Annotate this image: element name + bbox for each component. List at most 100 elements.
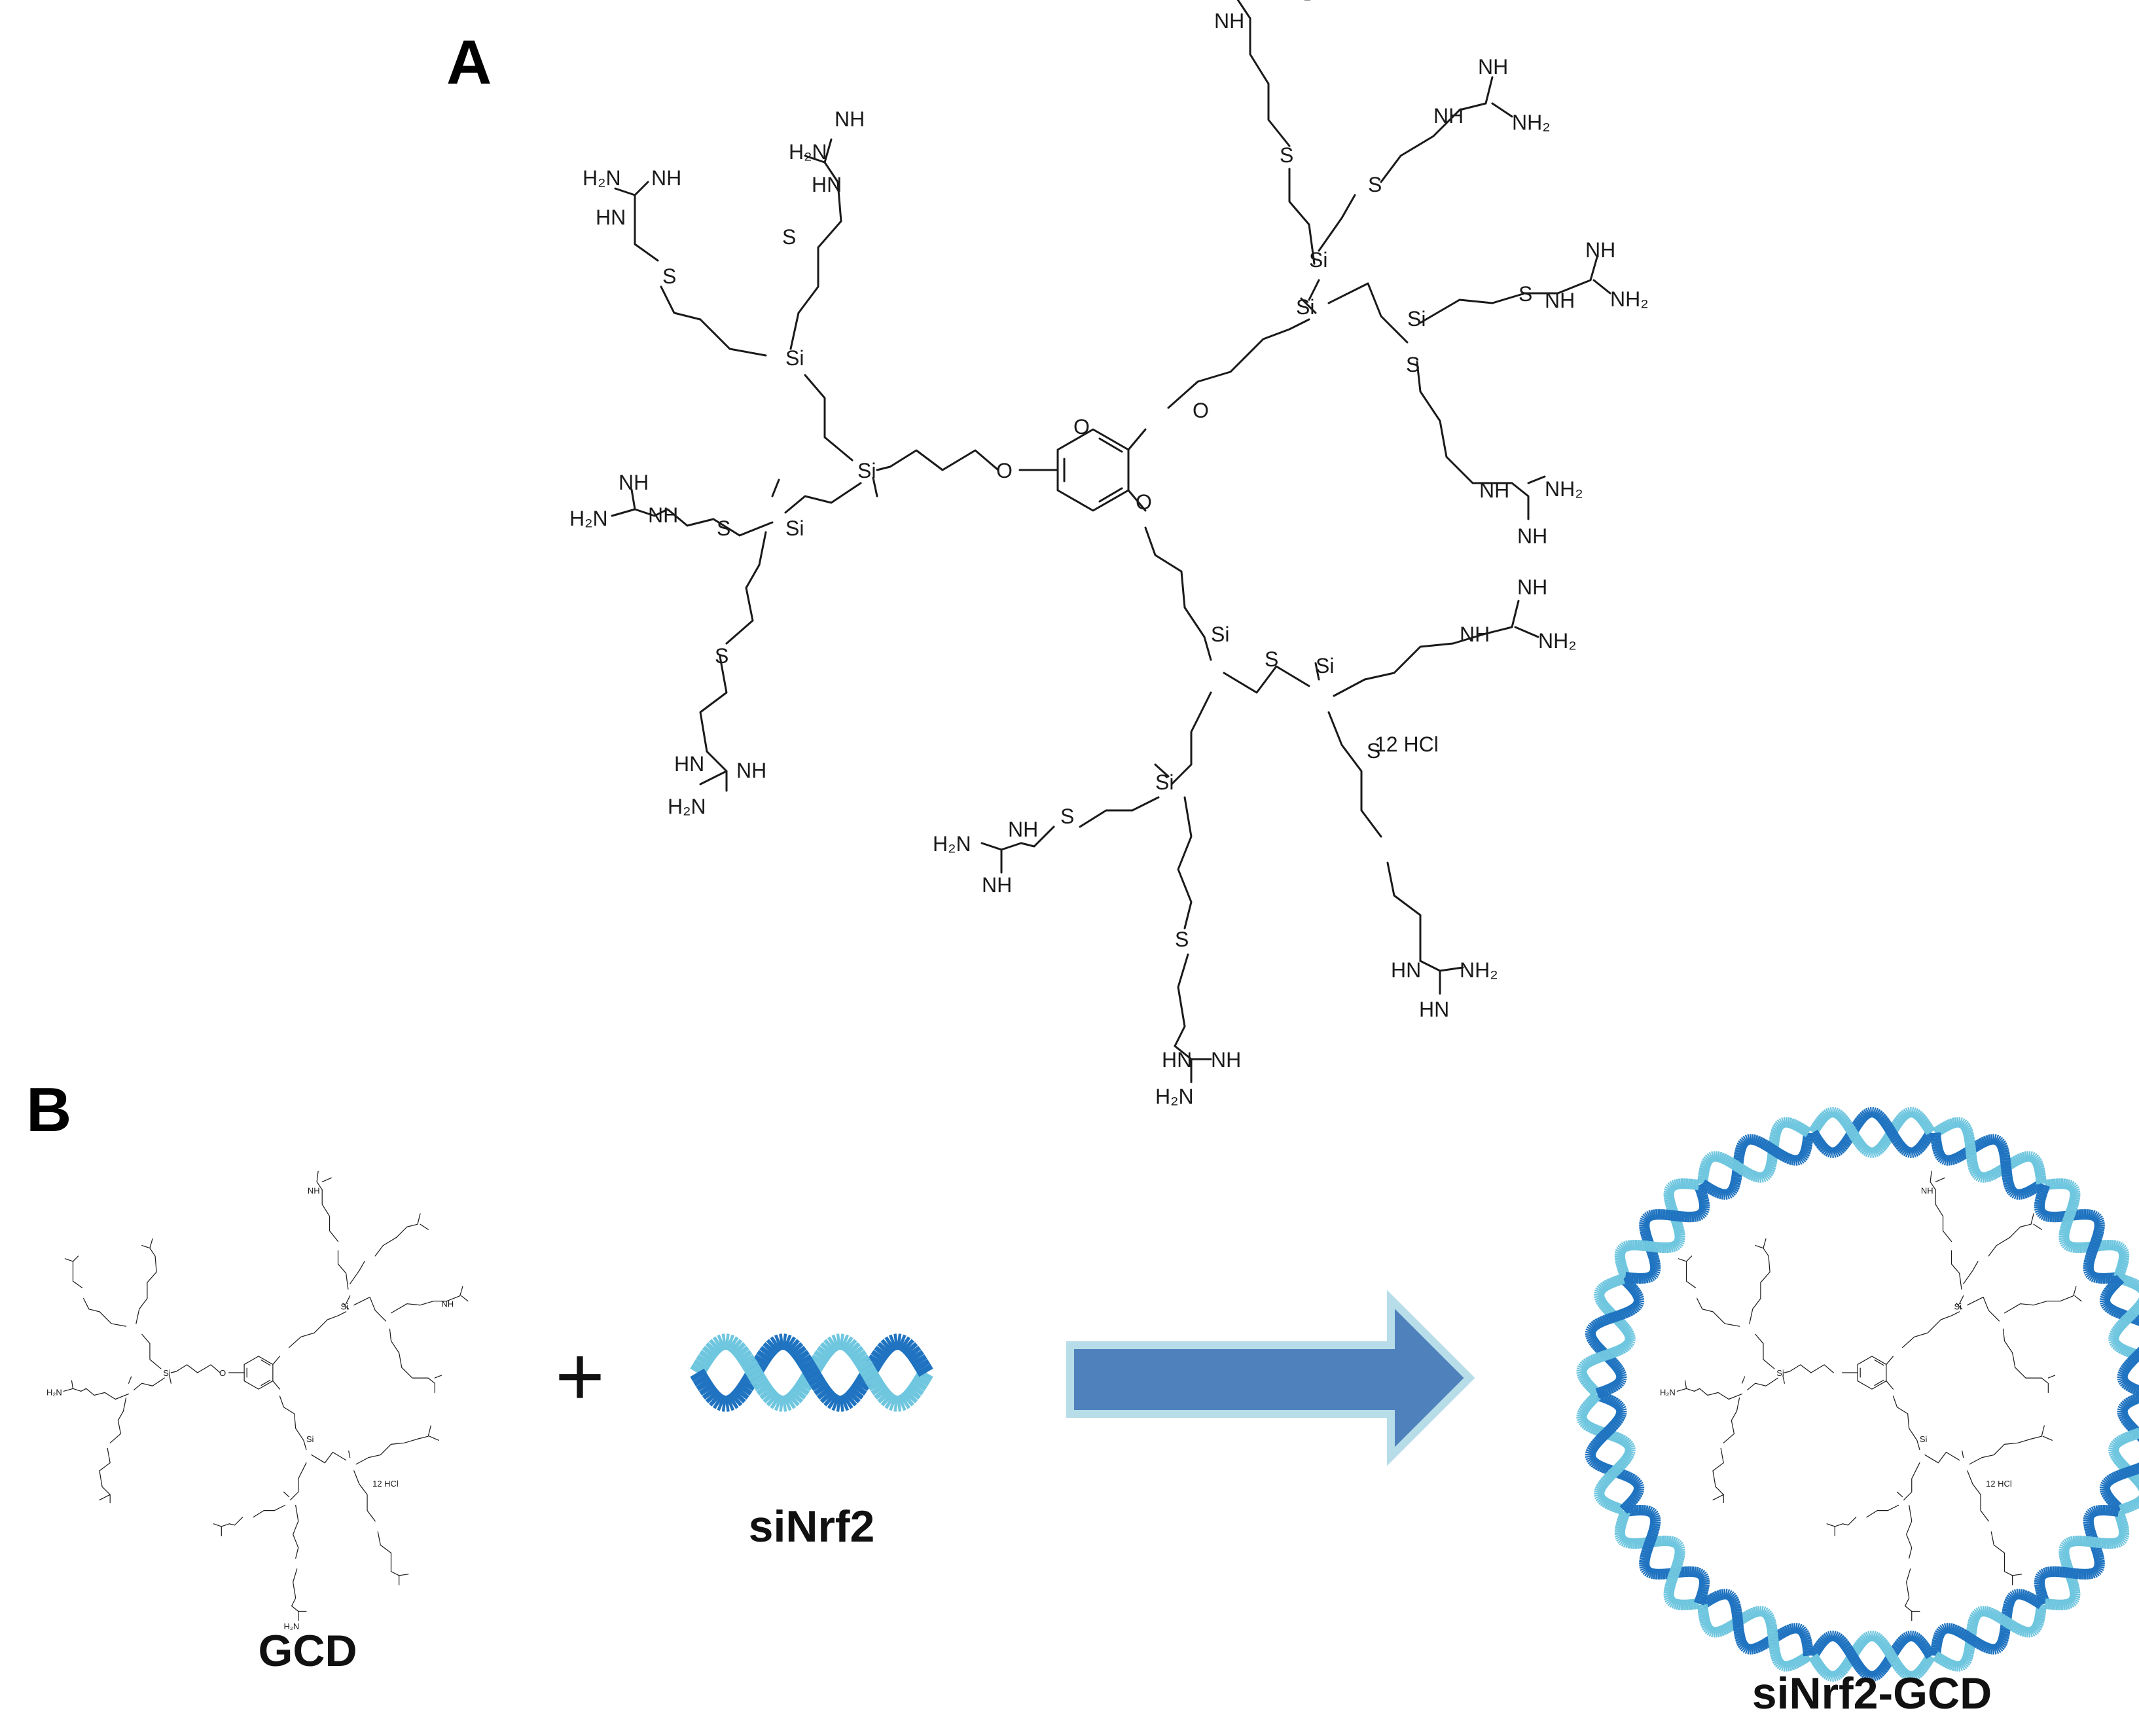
panel-b-label: B (26, 1075, 71, 1145)
atom-si: Si (1309, 248, 1327, 272)
counterion-label-small: 12 HCl (372, 1479, 399, 1489)
atom-si: Si (163, 1368, 171, 1378)
atom-si: Si (306, 1434, 314, 1444)
atom-si: Si (341, 1302, 349, 1312)
sirna-ring-strand (2034, 1504, 2130, 1610)
counterion-label-complex: 12 HCl (1986, 1479, 2012, 1489)
atom-si: Si (1920, 1434, 1928, 1444)
atom-o: O (996, 459, 1013, 482)
atom-h2n: H₂N (569, 507, 608, 530)
atom-h2n: H₂N (46, 1387, 62, 1397)
gcd-structure-small: O Si Si Si NH NH H₂N H₂N 12 HCl (46, 1170, 469, 1631)
atom-s: S (1060, 805, 1074, 828)
atom-nh: NH (441, 1299, 454, 1309)
atom-hn: HN (1419, 998, 1449, 1021)
sirna-ring-strand (1808, 1630, 1935, 1682)
atom-s: S (1367, 739, 1380, 763)
atom-o: O (219, 1368, 226, 1378)
atom-si: Si (785, 346, 804, 370)
atom-si: Si (1316, 654, 1334, 678)
atom-h2n: H₂N (583, 166, 621, 190)
gcd-structure-large: O O O O Si Si S S Si S S Si Si Si S S S … (569, 0, 1649, 1108)
gcd-structure-complex: Si Si Si NH H₂N 12 HCl (1660, 1170, 2082, 1621)
atom-nh: NH (308, 1186, 320, 1196)
atom-nh: NH (1517, 575, 1547, 599)
sirna-ring-strand (1697, 1117, 1814, 1200)
atom-h2n: H₂N (1155, 1085, 1194, 1108)
atom-hn: HN (674, 752, 704, 776)
atom-si: Si (1155, 770, 1174, 794)
sirna-ring-strand (1697, 1589, 1814, 1672)
atom-hn: HN (596, 206, 626, 229)
atom-nh: NH (835, 107, 865, 131)
atom-o: O (1073, 415, 1090, 439)
atom-o: O (1193, 399, 1209, 422)
atom-nh: NH (1921, 1186, 1933, 1196)
atom-nh: NH (1433, 104, 1464, 128)
sirna-ring (1576, 1106, 2139, 1682)
atom-si: Si (1776, 1368, 1784, 1378)
gcd-caption: GCD (258, 1626, 357, 1676)
panel-a-label: A (446, 27, 492, 98)
sirna-ring-strand (1576, 1390, 1645, 1515)
atom-si: Si (1407, 307, 1426, 331)
atom-h2n: H₂N (1660, 1387, 1676, 1397)
sirna-strand (690, 1333, 933, 1412)
atom-h2n: H₂N (668, 795, 706, 818)
atom-nh: NH (651, 166, 681, 190)
sirna-ring-strand (2099, 1273, 2139, 1397)
atom-nh: NH (1460, 623, 1490, 646)
atom-h2n: H₂N (789, 140, 827, 164)
sirna-ring-strand (1930, 1589, 2047, 1672)
atom-hn: HN (1391, 958, 1421, 982)
atom-nh: NH (982, 873, 1012, 897)
sinrf2-caption: siNrf2 (749, 1502, 875, 1551)
atom-s: S (1265, 647, 1278, 671)
sinrf2-gcd-caption: siNrf2-GCD (1752, 1669, 1992, 1718)
atom-o: O (1136, 490, 1152, 514)
sirna-helix-icon (690, 1333, 933, 1412)
atom-si: Si (1296, 295, 1314, 319)
sirna-ring-strand (1576, 1273, 1645, 1399)
sirna-ring-strand (1930, 1117, 2047, 1200)
atom-nh: NH (1211, 1048, 1241, 1072)
atom-hn: HN (1162, 1048, 1192, 1072)
atom-nh: NH (1585, 238, 1615, 262)
atom-nh: NH (1517, 524, 1547, 548)
sirna-ring-strand (2099, 1392, 2139, 1515)
atom-s: S (1406, 353, 1420, 376)
atom-nh: NH (1479, 479, 1509, 502)
atom-nh: NH (1214, 9, 1244, 33)
atom-nh: NH (1478, 55, 1508, 79)
atom-nh2: NH₂ (1512, 111, 1551, 134)
counterion-label: 12 HCl (1375, 732, 1439, 756)
atom-hn: HN (812, 173, 842, 196)
sirna-ring-strand (1614, 1504, 1710, 1610)
atom-nh2: NH₂ (1538, 629, 1577, 653)
sirna-ring-strand (1808, 1106, 1935, 1159)
atom-nh2: NH₂ (1460, 958, 1498, 982)
atom-si: Si (785, 516, 804, 540)
atom-s: S (715, 644, 728, 668)
atom-s: S (1368, 173, 1382, 196)
atom-nh: NH (648, 503, 678, 527)
atom-nh2: NH₂ (1610, 287, 1649, 311)
plus-sign: + (555, 1328, 605, 1424)
atom-h2n: H₂N (933, 832, 971, 856)
atom-s: S (1519, 282, 1532, 306)
atom-h2n: H₂N (283, 1621, 299, 1631)
atom-si: Si (857, 459, 876, 482)
atom-s: S (1175, 928, 1189, 951)
atom-nh: NH (619, 471, 649, 494)
atom-nh2: NH₂ (1273, 0, 1312, 3)
atom-s: S (1280, 143, 1293, 167)
sirna-ring-strand (2034, 1178, 2130, 1284)
atom-si: Si (1211, 623, 1229, 646)
sirna-ring-strand (1614, 1178, 1710, 1284)
atom-s: S (782, 225, 796, 249)
atom-si: Si (1954, 1302, 1962, 1312)
atom-nh: NH (736, 759, 766, 782)
atom-nh: NH (1008, 818, 1038, 841)
